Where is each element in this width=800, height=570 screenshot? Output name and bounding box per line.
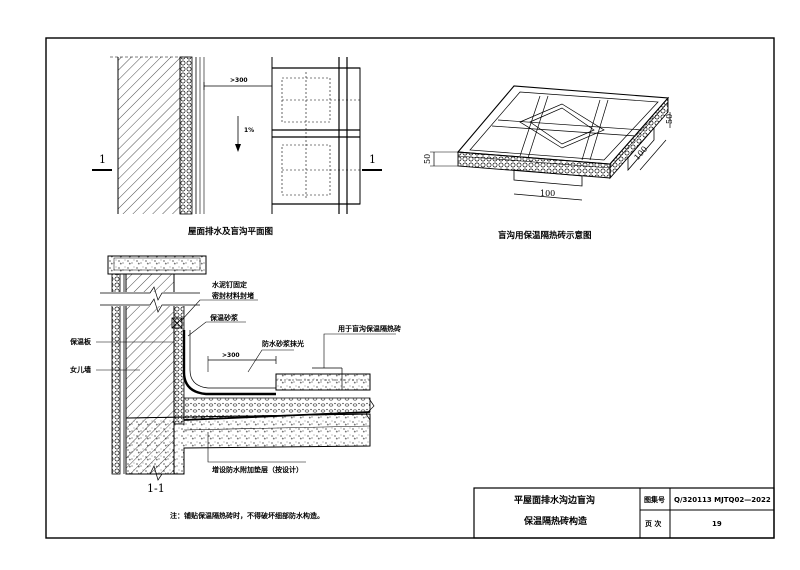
title-block: 平屋面排水沟边盲沟 保温隔热砖构造 图集号 Q/320113 MJTQ02—20… bbox=[473, 487, 775, 539]
drawing-note: 注：铺贴保温隔热砖时，不得破坏细部防水构造。 bbox=[170, 511, 324, 520]
iso-dim-100-bottom: 100 bbox=[540, 189, 555, 198]
plan-view: 1 1 >300 1% 屋面排水及盲沟平面图 bbox=[92, 56, 382, 237]
section-mark-right: 1 bbox=[369, 153, 376, 166]
title-line-1: 平屋面排水沟边盲沟 bbox=[514, 494, 595, 506]
plan-dim-300: >300 bbox=[230, 77, 248, 84]
section-mark-left: 1 bbox=[99, 153, 106, 166]
atlas-value: Q/320113 MJTQ02—2022 bbox=[674, 496, 771, 504]
label-cement-nail: 水泥钉固定 bbox=[212, 280, 247, 289]
iso-brick-view: 50 100 50 100 盲沟用保温隔热砖示意图 bbox=[423, 85, 674, 241]
plan-slope: 1% bbox=[244, 127, 254, 134]
section-view: 水泥钉固定 密封材料封堵 保温板 女儿墙 保温砂浆 防水砂浆抹光 用于盲沟保温隔… bbox=[69, 255, 401, 495]
iso-dim-50-left: 50 bbox=[423, 154, 432, 164]
page-label: 页 次 bbox=[645, 519, 661, 528]
atlas-label: 图集号 bbox=[644, 495, 665, 504]
iso-caption: 盲沟用保温隔热砖示意图 bbox=[498, 230, 592, 241]
section-caption: 1-1 bbox=[147, 482, 165, 495]
plan-caption: 屋面排水及盲沟平面图 bbox=[188, 226, 273, 237]
label-insulation-board: 保温板 bbox=[69, 337, 92, 346]
label-waterproof-mortar: 防水砂浆抹光 bbox=[262, 339, 304, 348]
page-value: 19 bbox=[712, 520, 722, 528]
label-parapet: 女儿墙 bbox=[70, 365, 91, 374]
label-insulation-brick: 用于盲沟保温隔热砖 bbox=[338, 324, 401, 333]
title-line-2: 保温隔热砖构造 bbox=[523, 515, 588, 527]
sheet-border bbox=[45, 37, 775, 539]
label-insulation-mortar: 保温砂浆 bbox=[209, 313, 239, 322]
iso-dim-50-right: 50 bbox=[665, 114, 674, 124]
label-dim-300: >300 bbox=[222, 352, 240, 359]
label-extra-layer: 增设防水附加垫层（按设计） bbox=[212, 465, 303, 474]
label-sealant: 密封材料封堵 bbox=[212, 291, 254, 300]
